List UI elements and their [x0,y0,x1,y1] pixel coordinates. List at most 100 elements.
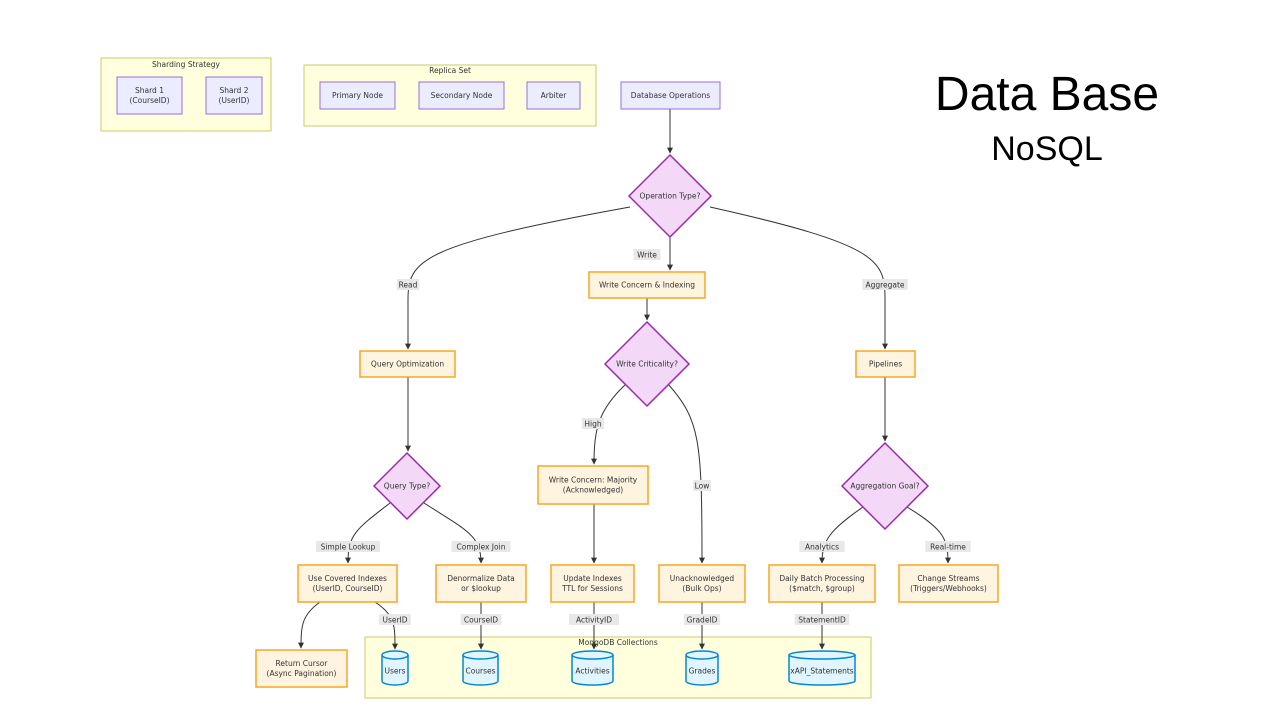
node-writeconcern-label: Write Concern & Indexing [599,281,695,290]
node-agggoal-label: Aggregation Goal? [850,482,919,491]
edge-label-bg [316,541,380,552]
edge-label-bg [460,614,502,625]
node-arbiter: Arbiter [526,81,581,110]
edge-label-bg [693,480,711,491]
node-activities: Activities [571,650,614,686]
node-writeconcern: Write Concern & Indexing [588,271,706,299]
edge-aggregate [709,206,888,350]
node-queryopt: Query Optimization [359,350,456,378]
edge-label-userid: UserID [382,616,407,625]
edge-label-realtime: Real-time [930,543,966,552]
node-shard1-label: (CourseID) [129,96,169,105]
node-batch: Daily Batch Processing($match, $group) [768,564,876,603]
edge-connector-14 [298,601,321,649]
edge-label-read: Read [399,281,418,290]
node-activities-label: Activities [575,667,609,676]
node-courses-label: Courses [465,667,495,676]
edge-complex_join [423,502,484,564]
node-secondary-label: Secondary Node [431,91,493,100]
node-streams-label: (Triggers/Webhooks) [910,584,987,593]
edge-label-bg [581,418,605,429]
edge-label-statementid: StatementID [798,616,846,625]
node-majority-label: Write Concern: Majority [549,476,638,485]
node-covered-label: (UserID, CourseID) [313,584,383,593]
node-dbops: Database Operations [620,81,721,110]
edge-label-low: Low [695,482,710,491]
edge-label-bg [633,249,661,260]
edge-realtime [906,506,951,564]
node-streams-label: Change Streams [917,574,979,583]
node-shard1-label: Shard 1 [135,86,164,95]
node-pipelines-label: Pipelines [869,360,902,369]
node-primary-label: Primary Node [332,91,383,100]
edge-label-bg [925,541,971,552]
cluster-sharding-label: Sharding Strategy [152,60,221,69]
node-optype-label: Operation Type? [640,192,701,201]
node-majority: Write Concern: Majority(Acknowledged) [537,465,649,505]
node-primary: Primary Node [319,81,396,110]
edge-label-bg [862,279,908,290]
edge-label-high: High [584,420,601,429]
node-denorm-label: Denormalize Data [447,574,515,583]
node-cursor: Return Cursor(Async Pagination) [255,649,348,688]
node-querytype-label: Query Type? [384,482,430,491]
edge-label-activityid: ActivityID [576,616,612,625]
node-unack: Unacknowledged(Bulk Ops) [658,564,746,603]
node-streams: Change Streams(Triggers/Webhooks) [898,564,999,603]
edge-label-courseid: CourseID [464,616,498,625]
node-cursor-label: (Async Pagination) [267,669,337,678]
cluster-replica-label: Replica Set [429,66,471,75]
edge-label-gradeid: GradeID [687,616,718,625]
cluster-mongo-label: MongoDB Collections [578,638,658,647]
edge-label-bg [794,614,850,625]
node-shard2-label: (UserID) [219,96,250,105]
edge-label-bg [569,614,619,625]
node-covered: Use Covered Indexes(UserID, CourseID) [297,564,398,603]
edge-label-complex_join: Complex Join [457,543,506,552]
edge-read [405,206,631,350]
node-unack-label: (Bulk Ops) [682,584,721,593]
node-optype: Operation Type? [627,153,713,239]
node-batch-label: ($match, $group) [789,584,855,593]
node-xapi-label: xAPI_Statements [790,667,854,676]
node-shard2: Shard 2(UserID) [205,76,263,115]
edge-analytics [819,506,864,564]
node-xapi: xAPI_Statements [788,650,856,686]
edge-label-simple_lookup: Simple Lookup [321,543,376,552]
edge-low [667,383,705,564]
page-subtitle: NoSQL [991,130,1103,168]
node-agggoal: Aggregation Goal? [840,441,930,531]
node-queryopt-label: Query Optimization [371,360,444,369]
node-majority-label: (Acknowledged) [563,486,623,495]
node-unack-label: Unacknowledged [670,574,735,583]
node-covered-label: Use Covered Indexes [308,574,387,583]
node-shard2-label: Shard 2 [220,86,249,95]
node-secondary: Secondary Node [418,81,505,110]
node-writecrit-label: Write Criticality? [616,360,678,369]
node-querytype: Query Type? [372,451,442,521]
node-shard1: Shard 1(CourseID) [116,76,183,115]
edge-label-write: Write [637,251,657,260]
page-title: Data Base [935,68,1159,121]
edge-label-bg [451,541,511,552]
node-denorm-label: or $lookup [461,584,501,593]
node-updidx-label: TTL for Sessions [561,584,623,593]
node-grades-label: Grades [689,667,716,676]
node-updidx-label: Update Indexes [563,574,622,583]
edge-label-analytics: Analytics [805,543,839,552]
edge-label-aggregate: Aggregate [865,281,904,290]
edge-label-bg [799,541,845,552]
node-writecrit: Write Criticality? [603,320,691,408]
node-batch-label: Daily Batch Processing [779,574,865,583]
edge-simple_lookup [345,502,391,564]
node-dbops-label: Database Operations [631,91,710,100]
node-pipelines: Pipelines [855,350,916,378]
edge-label-bg [683,614,721,625]
edge-label-bg [379,614,411,625]
node-users: Users [381,650,409,686]
edge-label-bg [396,279,420,290]
node-courses: Courses [462,650,499,686]
